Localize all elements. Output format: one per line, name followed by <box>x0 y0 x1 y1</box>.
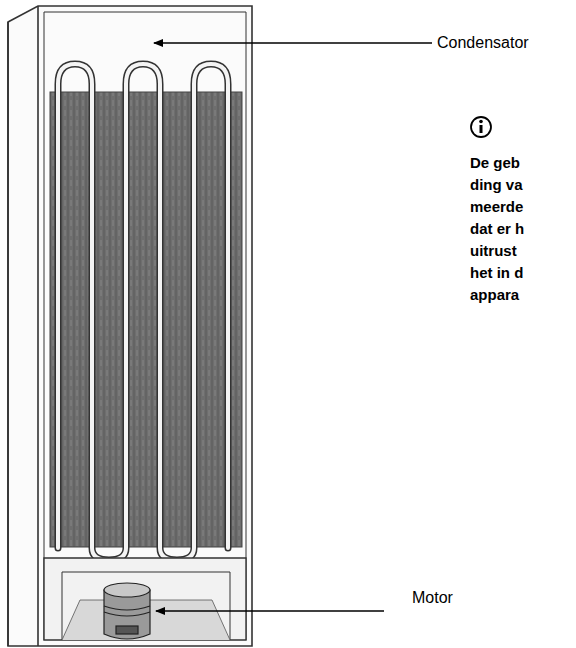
condenser-coil <box>58 64 228 560</box>
condenser-panel <box>50 92 242 547</box>
motor-compartment <box>44 558 246 640</box>
leader-arrow <box>154 42 432 43</box>
motor <box>104 583 150 639</box>
info-note: De geb ding va meerde dat er h uitrust h… <box>470 152 524 306</box>
condenser-coil-highlight <box>58 64 228 560</box>
info-icon <box>471 117 491 137</box>
cabinet-outline <box>8 6 252 646</box>
part-label: Condensator <box>437 33 529 53</box>
part-label: Motor <box>412 588 453 608</box>
leader-arrow <box>156 610 384 611</box>
